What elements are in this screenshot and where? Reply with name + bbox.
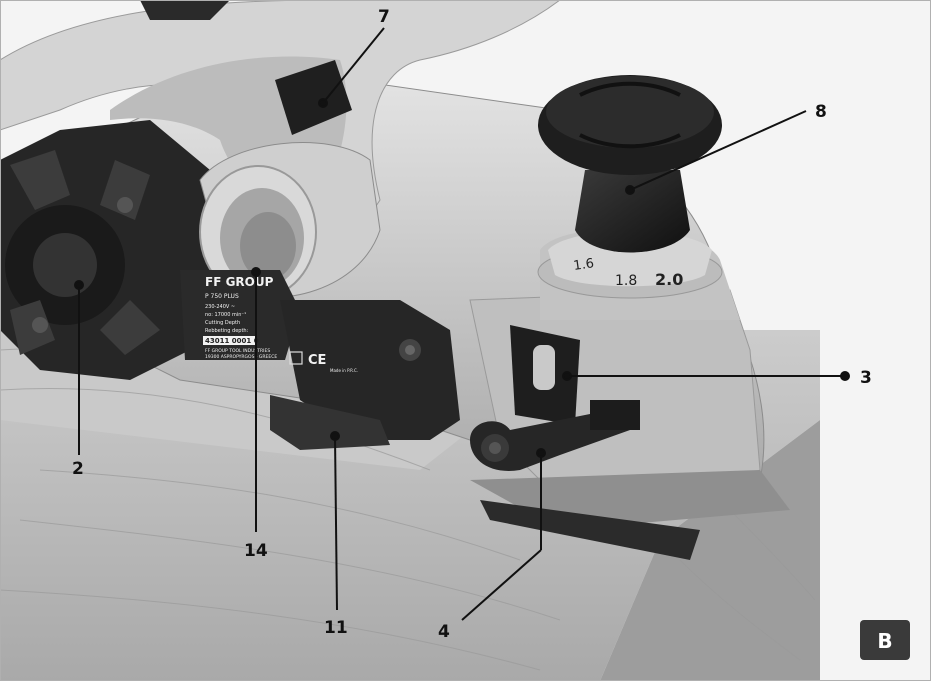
callout-leaders <box>74 27 850 621</box>
panel-badge-label: B <box>877 629 892 653</box>
callout-4: 4 <box>438 622 450 642</box>
depth-scale-1-8: 1.8 <box>615 273 637 289</box>
label-made-in: Made in P.R.C. <box>330 368 358 373</box>
rebate-depth-stop <box>470 325 640 471</box>
callout-labels: 7 8 3 4 11 14 2 <box>72 7 872 642</box>
side-plate: CE Made in P.R.C. <box>270 300 460 450</box>
label-maker: FF GROUP TOOL INDUSTRIES <box>205 348 270 354</box>
rating-label: FF GROUP P 750 PLUS 230-240V ~ no: 17000… <box>180 270 300 360</box>
label-model: P 750 PLUS <box>205 293 239 300</box>
callout-2: 2 <box>72 459 84 479</box>
callout-7: 7 <box>378 7 390 27</box>
label-part-number: 43011 0001 0 <box>205 337 259 345</box>
label-rebating-depth: Rebbeting depth: <box>205 328 249 334</box>
chip-ejection-port <box>199 142 381 299</box>
label-voltage: 230-240V ~ <box>205 304 235 310</box>
label-address: 19300 ASPROPYRGOS - GREECE <box>205 354 277 360</box>
depth-scale-2-0: 2.0 <box>655 270 683 289</box>
label-cutting-depth: Cutting Depth <box>205 320 240 326</box>
depth-adjust-knob: 1.6 1.8 2.0 <box>537 75 740 320</box>
depth-scale: 1.6 1.8 2.0 <box>572 256 683 289</box>
panel-badge: B <box>860 620 910 660</box>
callout-8: 8 <box>815 102 827 122</box>
callout-3: 3 <box>860 368 872 388</box>
lock-button <box>275 60 352 135</box>
label-brand: FF GROUP <box>205 275 274 289</box>
callout-14: 14 <box>244 541 268 561</box>
label-speed: no: 17000 min⁻¹ <box>205 312 246 318</box>
callout-11: 11 <box>324 618 348 638</box>
belt-cover <box>0 120 215 380</box>
ce-mark: CE <box>308 353 326 368</box>
depth-scale-1-6: 1.6 <box>572 256 595 274</box>
